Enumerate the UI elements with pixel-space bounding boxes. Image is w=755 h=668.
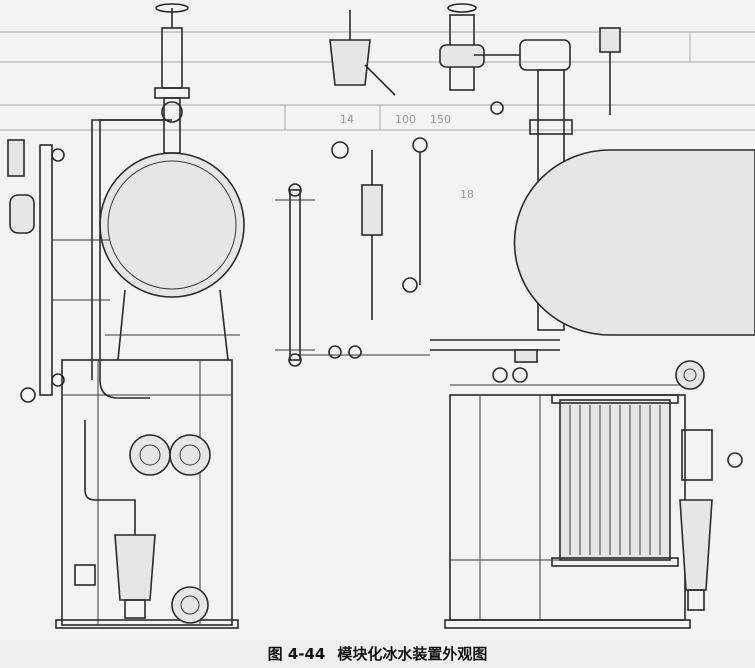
sight-glass-column — [39, 144, 53, 396]
pressure-gauge — [490, 101, 504, 115]
y-strainer — [329, 39, 371, 86]
table-value-1: 100 — [395, 113, 416, 126]
table-value-3: 14 — [340, 113, 354, 126]
top-gauge — [161, 101, 183, 123]
left-filter — [9, 194, 35, 234]
center-filter — [361, 184, 383, 236]
center-instruments — [275, 10, 430, 367]
level-gauge — [289, 189, 301, 361]
left-drain-valve — [20, 387, 36, 403]
table-value-4: 18 — [460, 188, 474, 201]
pump-flange-2 — [169, 434, 211, 476]
left-switch-box — [7, 139, 25, 177]
plate-heat-exchanger — [559, 399, 671, 561]
solenoid-box — [599, 27, 621, 53]
technical-illustration: 100 150 14 18 — [0, 3, 755, 629]
right-valve-column — [681, 429, 713, 481]
bottom-strainer — [114, 534, 156, 601]
figure-number: 图 4-44 — [267, 645, 326, 663]
right-pump-flange — [675, 360, 705, 390]
right-base-plate — [444, 619, 691, 629]
figure-caption: 图 4-44 模块化冰水装置外观图 — [0, 640, 755, 668]
right-strainer — [679, 499, 713, 591]
exchanger-plates — [569, 405, 661, 555]
top-handwheel — [155, 3, 189, 13]
figure-title: 模块化冰水装置外观图 — [337, 645, 488, 663]
center-valve-2 — [412, 137, 428, 153]
right-unit — [430, 3, 755, 629]
right-vessel — [513, 149, 755, 336]
right-valve-bonnet — [519, 39, 571, 71]
left-vessel — [99, 152, 245, 298]
pump-flange-3 — [171, 586, 209, 624]
table-value-2: 150 — [430, 113, 451, 126]
left-base-frame — [61, 359, 233, 626]
pump-flange-1 — [129, 434, 171, 476]
top-valve-body — [161, 27, 183, 89]
background-table: 100 150 14 18 — [0, 31, 755, 201]
left-bottom-valve — [74, 564, 96, 586]
center-valve-1 — [331, 141, 349, 159]
equipment-drawing: 100 150 14 18 — [0, 3, 755, 629]
right-side-valve — [727, 452, 743, 468]
left-unit — [7, 3, 245, 629]
left-base-plate — [55, 619, 239, 629]
